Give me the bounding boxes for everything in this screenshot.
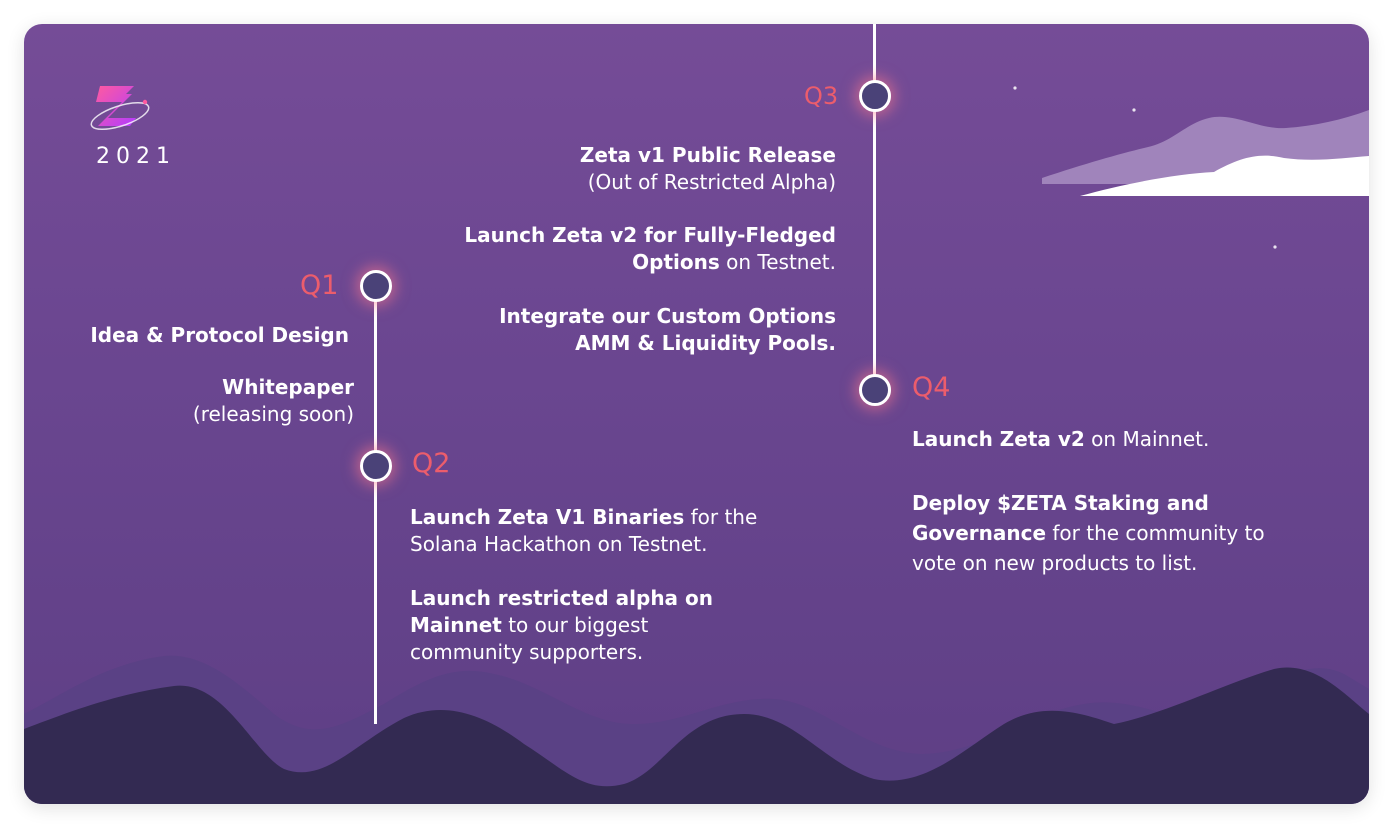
- q2-item-1-bold: Launch Zeta V1 Binaries: [410, 505, 684, 529]
- q3-item-3-bold: Integrate our Custom Options AMM & Liqui…: [499, 304, 836, 355]
- year-label: 2021: [96, 144, 176, 169]
- star-icon: [1273, 245, 1276, 248]
- q3-item-1: Zeta v1 Public Release (Out of Restricte…: [404, 142, 836, 196]
- q4-label: Q4: [912, 372, 950, 403]
- q4-item-1-bold: Launch Zeta v2: [912, 427, 1085, 451]
- zeta-logo-icon: [88, 82, 152, 134]
- q1-item-1: Idea & Protocol Design: [54, 322, 349, 349]
- q1-item-2-bold: Whitepaper: [222, 375, 354, 399]
- q3-item-1-text: (Out of Restricted Alpha): [588, 170, 836, 194]
- q4-item-1-text: on Mainnet.: [1085, 427, 1210, 451]
- q2-item-2: Launch restricted alpha on Mainnet to ou…: [410, 585, 740, 666]
- q3-label: Q3: [804, 82, 838, 110]
- q3-item-3: Integrate our Custom Options AMM & Liqui…: [464, 303, 836, 357]
- q2-item-1: Launch Zeta V1 Binaries for the Solana H…: [410, 504, 800, 558]
- q1-node: [360, 270, 392, 302]
- q4-item-2: Deploy $ZETA Staking and Governance for …: [912, 488, 1312, 578]
- timeline-line-right: [873, 24, 876, 389]
- q1-item-2-text: (releasing soon): [193, 402, 354, 426]
- q2-node: [360, 450, 392, 482]
- q1-label: Q1: [300, 270, 338, 301]
- star-icon: [1132, 108, 1135, 111]
- q3-item-2: Launch Zeta v2 for Fully-Fledged Options…: [424, 222, 836, 276]
- q4-item-1: Launch Zeta v2 on Mainnet.: [912, 426, 1332, 453]
- q1-item-2: Whitepaper (releasing soon): [54, 374, 354, 428]
- q3-item-2-text: on Testnet.: [720, 250, 836, 274]
- q2-label: Q2: [412, 448, 450, 479]
- q1-item-1-bold: Idea & Protocol Design: [90, 323, 349, 347]
- roadmap-card: 2021 Q1 Idea & Protocol Design Whitepape…: [24, 24, 1369, 804]
- q4-node: [859, 374, 891, 406]
- q3-item-1-bold: Zeta v1 Public Release: [580, 143, 836, 167]
- timeline-line-left: [374, 286, 377, 724]
- star-icon: [1013, 86, 1016, 89]
- q3-node: [859, 80, 891, 112]
